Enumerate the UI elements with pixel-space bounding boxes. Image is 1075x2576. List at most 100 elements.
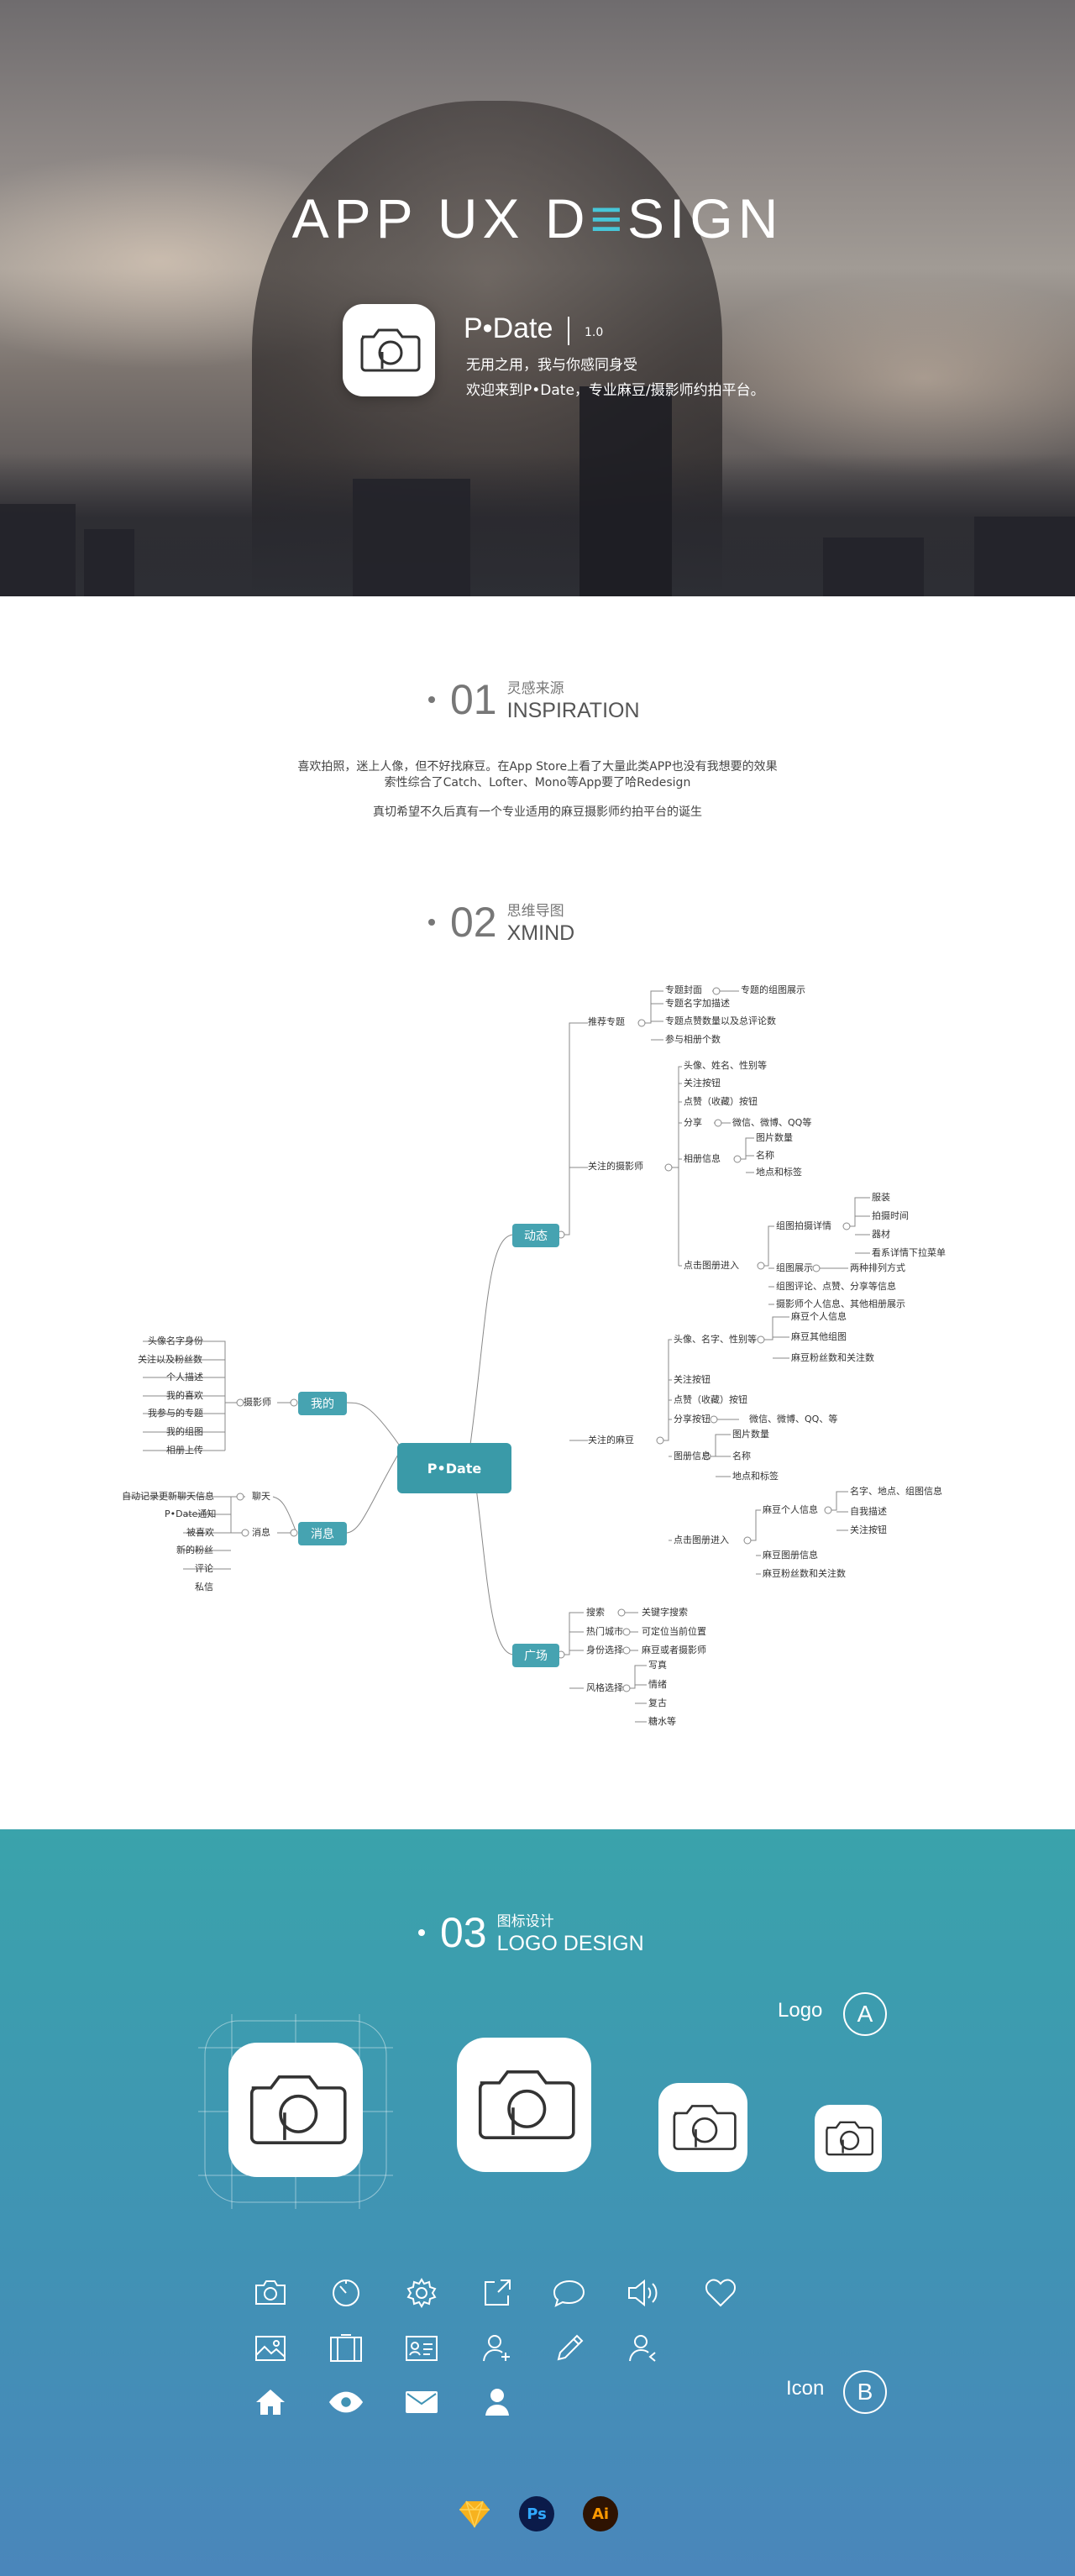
mm-label: 两种排列方式 bbox=[850, 1262, 905, 1273]
section-title-en: XMIND bbox=[506, 921, 575, 945]
mm-label: 麻豆或者摄影师 bbox=[642, 1645, 706, 1655]
comment-icon bbox=[551, 2274, 588, 2311]
id-card-icon bbox=[403, 2330, 440, 2367]
mm-label: 点击图册进入 bbox=[674, 1535, 729, 1545]
app-version: 1.0 bbox=[585, 326, 604, 339]
mm-label: 头像、名字、性别等 bbox=[674, 1334, 757, 1345]
mm-label: 点击图册进入 bbox=[684, 1260, 739, 1271]
mm-label: 名字、地点、组图信息 bbox=[850, 1486, 942, 1497]
eye-icon bbox=[328, 2384, 364, 2421]
icon-tag-letter: B bbox=[843, 2370, 887, 2414]
app-icon bbox=[343, 304, 435, 396]
inspiration-paragraph: 喜欢拍照，迷上人像，但不好找麻豆。在App Store上看了大量此类APP也没有… bbox=[297, 760, 778, 774]
mm-label: 身份选择 bbox=[586, 1645, 623, 1655]
mm-label: 摄影师 bbox=[244, 1397, 271, 1408]
mm-label: 搜索 bbox=[586, 1607, 605, 1618]
camera-icon bbox=[360, 328, 421, 372]
mm-label: 被喜欢 bbox=[186, 1527, 214, 1538]
mm-label: 风格选择 bbox=[586, 1682, 623, 1693]
mm-label: 麻豆个人信息 bbox=[791, 1311, 847, 1322]
camera-icon bbox=[249, 2075, 347, 2144]
section-heading-logo: 03 图标设计 LOGO DESIGN bbox=[418, 1909, 644, 1956]
mm-label: 拍摄时间 bbox=[872, 1210, 909, 1221]
logo-icon-large-grid bbox=[228, 2043, 363, 2177]
mm-label: 参与相册个数 bbox=[665, 1034, 721, 1045]
section-title-cn: 灵感来源 bbox=[506, 680, 564, 697]
app-tagline: 无用之用，我与你感同身受 bbox=[466, 357, 637, 374]
mm-label: 地点和标签 bbox=[732, 1471, 779, 1482]
mm-label: 微信、微博、QQ等 bbox=[732, 1117, 812, 1128]
mm-label: 关键字搜索 bbox=[642, 1607, 688, 1618]
app-subline: 欢迎来到P•Date，专业麻豆/摄影师约拍平台。 bbox=[466, 382, 765, 399]
mm-label: 我的喜欢 bbox=[166, 1390, 203, 1401]
mm-label: 专题的组图展示 bbox=[741, 984, 805, 995]
section-heading-xmind: 02 思维导图 XMIND bbox=[428, 899, 574, 946]
mm-label: 点赞（收藏）按钮 bbox=[674, 1394, 747, 1405]
mm-label: 专题封面 bbox=[665, 984, 702, 995]
building bbox=[974, 517, 1075, 596]
mindmap-node-mine: 我的 bbox=[298, 1392, 347, 1415]
mm-label: 头像名字身份 bbox=[148, 1335, 203, 1346]
mm-label: 关注按钮 bbox=[850, 1524, 887, 1535]
mm-label: 关注按钮 bbox=[674, 1374, 711, 1385]
mindmap-center-node: P•Date bbox=[397, 1443, 511, 1493]
section-heading-inspiration: 01 灵感来源 INSPIRATION bbox=[428, 676, 640, 723]
mindmap-node-square: 广场 bbox=[512, 1644, 559, 1667]
mindmap: P•Date 动态 广场 我的 消息 推荐专题 专题封面 专题的组图展示 专题名… bbox=[0, 966, 1075, 1730]
logo-tag-label: Logo bbox=[778, 1999, 823, 2022]
mm-label: 麻豆个人信息 bbox=[763, 1504, 818, 1515]
mm-label: 分享 bbox=[684, 1117, 702, 1128]
mm-label: 复古 bbox=[648, 1697, 667, 1708]
pencil-edit-icon bbox=[551, 2330, 588, 2367]
mm-label: 微信、微博、QQ、等 bbox=[749, 1414, 838, 1424]
mm-label: 关注的麻豆 bbox=[588, 1435, 634, 1445]
mm-label: 消息 bbox=[252, 1527, 270, 1538]
mm-label: 图片数量 bbox=[732, 1429, 769, 1440]
mm-label: 自动记录更新聊天信息 bbox=[122, 1491, 214, 1502]
mm-label: P•Date通知 bbox=[165, 1508, 217, 1519]
bullet-dot bbox=[428, 696, 435, 703]
mm-label: 名称 bbox=[756, 1150, 774, 1161]
mm-label: 新的粉丝 bbox=[176, 1545, 213, 1556]
mindmap-node-dynamic: 动态 bbox=[512, 1224, 559, 1247]
mm-label: 推荐专题 bbox=[588, 1016, 625, 1027]
building bbox=[353, 479, 470, 596]
mm-label: 服装 bbox=[872, 1192, 890, 1203]
share-icon bbox=[479, 2274, 516, 2311]
user-follow-icon bbox=[625, 2330, 662, 2367]
mm-label: 图片数量 bbox=[756, 1132, 793, 1143]
mm-label: 地点和标签 bbox=[756, 1167, 802, 1178]
mm-label: 我参与的专题 bbox=[148, 1408, 203, 1419]
sky-glow bbox=[689, 277, 1075, 479]
section-number: 01 bbox=[450, 676, 497, 723]
building bbox=[579, 386, 672, 596]
settings-gear-icon bbox=[403, 2274, 440, 2311]
mm-label: 图册信息 bbox=[674, 1451, 711, 1461]
mm-label: 关注按钮 bbox=[684, 1078, 721, 1089]
logo-icon-large bbox=[457, 2038, 591, 2172]
heart-icon bbox=[702, 2274, 739, 2311]
user-icon bbox=[479, 2384, 516, 2421]
inspiration-paragraph: 真切希望不久后真有一个专业适用的麻豆摄影师约拍平台的诞生 bbox=[373, 805, 702, 819]
mm-label: 个人描述 bbox=[166, 1372, 203, 1382]
album-icon bbox=[328, 2330, 364, 2367]
mm-label: 分享按钮 bbox=[674, 1414, 711, 1424]
section-title-cn: 思维导图 bbox=[506, 903, 564, 920]
section-title-cn: 图标设计 bbox=[496, 1913, 554, 1930]
image-icon bbox=[252, 2330, 289, 2367]
mm-label: 相册信息 bbox=[684, 1153, 721, 1164]
hero-title: APP UX D≡SIGN bbox=[291, 187, 784, 249]
bullet-dot bbox=[418, 1929, 425, 1936]
camera-icon bbox=[252, 2274, 289, 2311]
mm-label: 专题名字加描述 bbox=[665, 998, 730, 1009]
mm-label: 写真 bbox=[648, 1660, 667, 1671]
mail-icon bbox=[403, 2384, 440, 2421]
building bbox=[84, 529, 134, 596]
mm-label: 相册上传 bbox=[166, 1445, 203, 1456]
camera-icon bbox=[826, 2121, 873, 2156]
mm-label: 名称 bbox=[732, 1451, 751, 1461]
section-number: 03 bbox=[440, 1909, 487, 1956]
mm-label: 评论 bbox=[195, 1563, 213, 1574]
mm-label: 私信 bbox=[195, 1582, 213, 1592]
mm-label: 自我描述 bbox=[850, 1506, 887, 1517]
